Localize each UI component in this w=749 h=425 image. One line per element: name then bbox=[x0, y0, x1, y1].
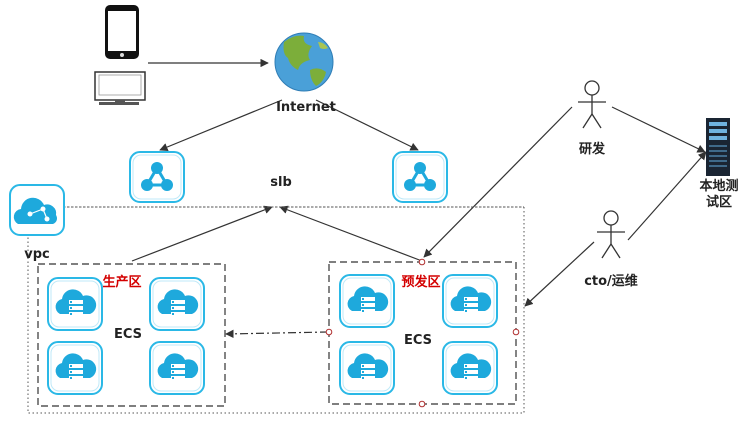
ecs-server-icon bbox=[149, 277, 205, 331]
edge-cto-localtest bbox=[627, 151, 707, 241]
edge-internet-slb-right bbox=[315, 99, 419, 151]
prod-zone-label: 生产区 bbox=[102, 274, 141, 290]
staging-zone-handles bbox=[325, 258, 520, 408]
cto-ops-label: cto/运维 bbox=[584, 273, 638, 289]
vpc-cloud-icon bbox=[9, 184, 65, 236]
staging-zone-label: 预发区 bbox=[401, 274, 440, 290]
edge-dev-staging bbox=[423, 106, 573, 258]
mobile-phone-icon bbox=[105, 5, 139, 59]
ecs-server-icon bbox=[47, 341, 103, 395]
edge-staging-slb bbox=[279, 205, 423, 262]
local-test-label-line1: 本地测 bbox=[699, 178, 738, 194]
globe-icon bbox=[274, 32, 334, 92]
internet-label: Internet bbox=[276, 100, 336, 115]
vpc-label: vpc bbox=[24, 247, 50, 262]
edge-staging-prod bbox=[225, 329, 329, 339]
desktop-monitor-icon bbox=[94, 71, 146, 105]
ecs-server-icon bbox=[339, 341, 395, 395]
ecs-server-icon bbox=[339, 274, 395, 328]
connectors bbox=[131, 58, 707, 339]
slb-right-icon bbox=[391, 150, 449, 204]
ecs-server-icon bbox=[442, 274, 498, 328]
ecs-server-icon bbox=[149, 341, 205, 395]
ecs-server-icon bbox=[47, 277, 103, 331]
prod-zone bbox=[37, 263, 226, 407]
edge-dev-localtest bbox=[611, 106, 706, 153]
ecs-server-icon bbox=[442, 341, 498, 395]
staging-ecs-label: ECS bbox=[404, 333, 432, 348]
server-rack-icon bbox=[706, 118, 730, 176]
developer-label: 研发 bbox=[579, 141, 606, 157]
edge-cto-staging bbox=[524, 241, 595, 307]
edge-internet-slb-left bbox=[159, 99, 283, 152]
cto-ops-person-icon bbox=[596, 210, 626, 259]
slb-left-icon bbox=[128, 150, 186, 204]
local-test-label-line2: 试区 bbox=[706, 194, 732, 210]
slb-label: slb bbox=[270, 175, 292, 190]
edge-prod-slb bbox=[131, 205, 273, 262]
prod-ecs-label: ECS bbox=[114, 327, 142, 342]
developer-person-icon bbox=[577, 80, 607, 129]
